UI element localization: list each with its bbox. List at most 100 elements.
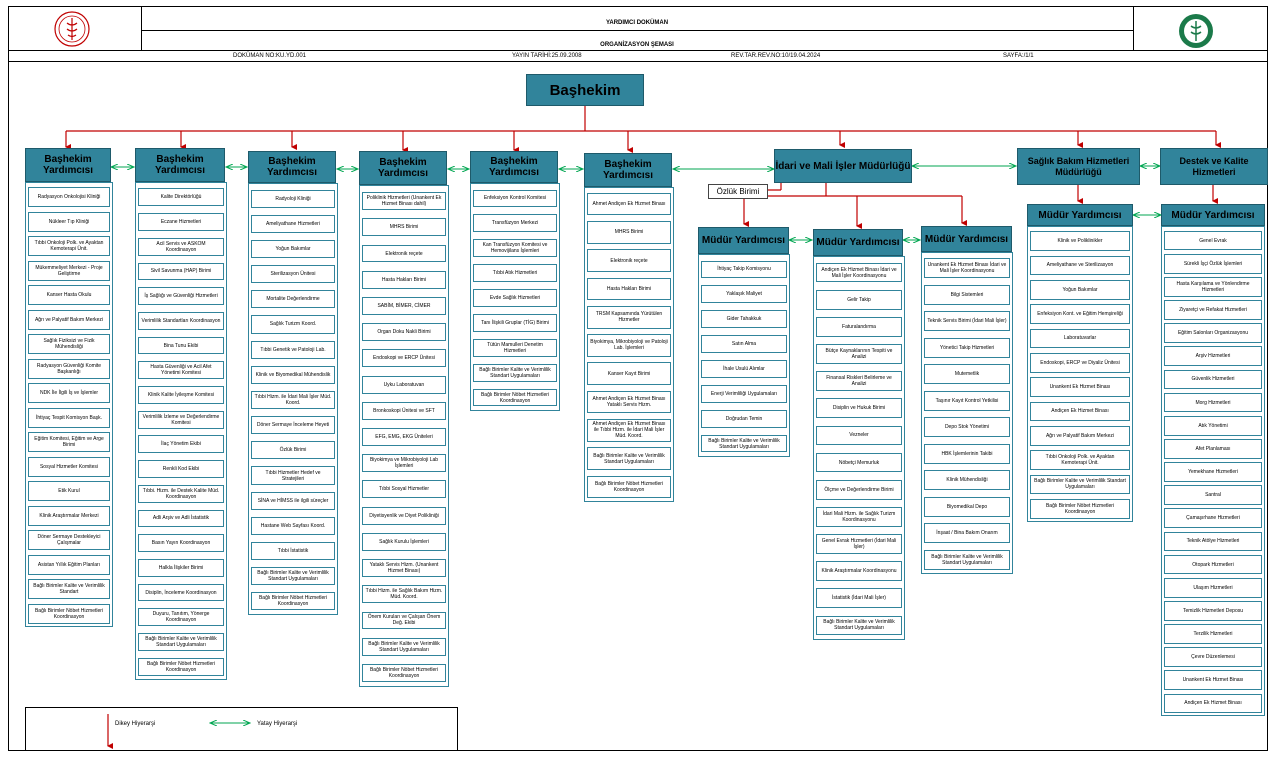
org-unit-box: Sürekli İşçi Özlük İşlemleri <box>1164 253 1262 274</box>
org-unit-box: Bronkoskopi Ünitesi ve SFT <box>362 401 446 420</box>
org-unit-box: Tıbbi Hizm. ile İdari Mali İşler Müd. Ko… <box>251 390 335 410</box>
org-unit-box: Ziyaretçi ve Refakat Hizmetleri <box>1164 300 1262 320</box>
org-unit-box: MHRS Birimi <box>362 218 446 237</box>
org-unit-box: Ahmet Andiçen Ek Hizmet Binası <box>587 192 671 216</box>
org-unit-box: Yoğun Bakımlar <box>251 239 335 259</box>
org-unit-box: Bağlı Birimler Kalite ve Verimlilik Stan… <box>587 447 671 470</box>
org-unit-box: Otopark Hizmetleri <box>1164 554 1262 575</box>
column-10-title: Müdür Yardımcısı <box>1027 204 1133 226</box>
org-unit-box: İhtiyaç Takip Komisyonu <box>701 260 787 279</box>
org-unit-box: Disiplin, İnceleme Koordinasyon <box>138 583 224 602</box>
column-8-title: Müdür Yardımcısı <box>813 229 903 256</box>
org-unit-box: Ameliyathane Hizmetleri <box>251 214 335 233</box>
org-unit-box: Poliklinik Hizmetleri (Unankent Ek Hizme… <box>362 192 446 211</box>
org-unit-box: Enfeksiyon Kont. ve Eğitim Hemşireliği <box>1030 304 1130 324</box>
org-unit-box: Çamaşırhane Hizmetleri <box>1164 508 1262 529</box>
org-unit-box: Bağlı Birimler Nöbet Hizmetleri Koordina… <box>138 657 224 676</box>
org-unit-box: Tıbbi Hizm. ile Sağlık Bakım Hizm. Müd. … <box>362 585 446 604</box>
org-unit-box: Vezneler <box>816 425 902 446</box>
header-divider <box>141 6 142 50</box>
org-unit-box: Tanı İlişkili Gruplar (TİG) Birimi <box>473 314 557 332</box>
org-unit-box: Ağrı ve Palyatif Bakım Merkezi <box>1030 426 1130 446</box>
org-unit-box: İhtiyaç Tespit Komisyon Başk. <box>28 407 110 428</box>
page-number: SAYFA:/1/1 <box>1003 53 1034 59</box>
org-unit-box: Bağlı Birimler Nöbet Hizmetleri Koordina… <box>362 663 446 682</box>
org-unit-box: İhale Usulü Alımlar <box>701 360 787 378</box>
org-unit-box: Eğitim Salonları Organizasyonu <box>1164 323 1262 343</box>
org-unit-box: Nükleer Tıp Kliniği <box>28 211 110 232</box>
org-unit-box: Hasta Karşılama ve Yönlendirme Hizmetler… <box>1164 276 1262 297</box>
org-unit-box: Ahmet Andiçen Ek Hizmet Binası ile Tıbbi… <box>587 419 671 442</box>
column-5-title: Başhekim Yardımcısı <box>470 151 558 183</box>
column-6-title: Başhekim Yardımcısı <box>584 153 672 187</box>
org-unit-box: Transfüzyon Merkezi <box>473 214 557 233</box>
org-unit-box: Tütün Mamulleri Denetim Hizmetleri <box>473 338 557 357</box>
column-7-title: Müdür Yardımcısı <box>698 227 789 254</box>
org-unit-box: Temizlik Hizmetleri Deposu <box>1164 600 1262 621</box>
publish-date: YAYIN TARİHİ:25.09.2008 <box>512 53 582 59</box>
org-unit-box: Acil Servis ve ASKOM Koordinasyon <box>138 237 224 256</box>
column-4-title: Başhekim Yardımcısı <box>359 151 447 185</box>
org-unit-box: Bilgi Sistemleri <box>924 284 1010 305</box>
org-unit-box: Yönetici Takip Hizmetleri <box>924 337 1010 358</box>
org-unit-box: Tıbbi Genetik ve Patoloji Lab. <box>251 340 335 359</box>
org-unit-box: Andiçen Ek Hizmet Binası <box>1164 693 1262 714</box>
org-unit-box: Tıbbi Onkoloji Polk. ve Ayaktan Kemotera… <box>1030 450 1130 470</box>
org-unit-box: Tıbbi İstatistik <box>251 541 335 561</box>
header-divider <box>8 61 1268 62</box>
org-unit-box: Diyetisyenlik ve Diyet Polikliniği <box>362 506 446 525</box>
org-unit-box: Organ Doku Nakli Birimi <box>362 323 446 342</box>
org-unit-box: Klinik Kalite İyileşme Komitesi <box>138 386 224 404</box>
org-unit-box: Enfeksiyon Kontrol Komitesi <box>473 189 557 208</box>
org-unit-box: Tıbbi Hizmetler Hedef ve Stratejileri <box>251 466 335 485</box>
org-unit-box: Radyoloji Kliniği <box>251 189 335 208</box>
org-unit-box: Bağlı Birimler Kalite ve Verimlilik Stan… <box>28 579 110 600</box>
org-unit-box: Andiçen Ek Hizmet Binası İdari ve Mali İ… <box>816 262 902 283</box>
org-unit-box: SİNA ve HİMSS ile ilgili süreçler <box>251 491 335 510</box>
org-unit-box: Kanser Kayıt Birimi <box>587 362 671 386</box>
org-unit-box: Güvenlik Hizmetleri <box>1164 369 1262 390</box>
document-title: YARDIMCI DOKÜMAN <box>605 20 669 26</box>
org-unit-box: Bağlı Birimler Kalite ve Verimlilik Stan… <box>251 567 335 586</box>
org-unit-box: Hastane Web Sayfası Koord. <box>251 516 335 535</box>
org-unit-box: Enerji Verimliliği Uygulamaları <box>701 384 787 403</box>
org-unit-box: Bağlı Birimler Kalite ve Verimlilik Stan… <box>924 549 1010 570</box>
org-unit-box: Bağlı Birimler Nöbet Hizmetleri Koordina… <box>28 603 110 624</box>
header-divider <box>1133 6 1134 50</box>
column-9-title: Müdür Yardımcısı <box>921 226 1012 252</box>
org-unit-box: Biyokimya, Mikrobiyoloji ve Patoloji Lab… <box>587 334 671 357</box>
org-unit-box: Bağlı Birimler Nöbet Hizmetleri Koordina… <box>1030 499 1130 519</box>
org-unit-box: Duyuru, Tanıtım, Yönerge Koordinasyon <box>138 608 224 627</box>
org-unit-box: Teknik Atölye Hizmetleri <box>1164 531 1262 552</box>
org-unit-box: HBK İşlemlerinin Takibi <box>924 443 1010 464</box>
org-unit-box: Bağlı Birimler Kalite ve Verimlilik Stan… <box>1030 474 1130 495</box>
doc-number: DOKÜMAN NO:KU.YD.001 <box>233 53 307 59</box>
org-unit-box: İdari Mali Hizm. ile Sağlık Turizm Koord… <box>816 506 902 527</box>
org-unit-box: Endoskopi, ERCP ve Diyaliz Ünitesi <box>1030 353 1130 373</box>
org-unit-box: Teknik Servis Birimi (İdari Mali İşler) <box>924 311 1010 332</box>
org-unit-box: Hasta Hakları Birimi <box>587 277 671 301</box>
org-unit-box: Ahmet Andiçen Ek Hizmet Binası Yataklı S… <box>587 390 671 414</box>
column-11-title: Müdür Yardımcısı <box>1161 204 1265 226</box>
org-unit-box: Asistan Yıllık Eğitim Planları <box>28 554 110 575</box>
org-unit-box: Atık Yönetimi <box>1164 415 1262 436</box>
org-unit-box: SABİM, BİMER, CİMER <box>362 296 446 315</box>
org-unit-box: Gider Tahakkuk <box>701 310 787 329</box>
org-unit-box: Satın Alma <box>701 335 787 353</box>
org-unit-box: Faturalandırma <box>816 316 902 337</box>
org-unit-box: Klinik Araştırmalar Koordinasyonu <box>816 561 902 581</box>
org-unit-box: Taşınır Kayıt Kontrol Yetkilisi <box>924 390 1010 411</box>
org-unit-box: Klinik Araştırmalar Merkezi <box>28 505 110 526</box>
org-unit-box: Ölçme ve Değerlendirme Birimi <box>816 479 902 500</box>
org-unit-box: Bağlı Birimler Nöbet Hizmetleri Koordina… <box>251 592 335 611</box>
column-3-title: Başhekim Yardımcısı <box>248 151 336 183</box>
org-unit-box: Terzilik Hizmetleri <box>1164 624 1262 644</box>
org-unit-box: Gelir Takip <box>816 289 902 310</box>
org-unit-box: Bağlı Birimler Kalite ve Verimlilik Stan… <box>701 434 787 453</box>
org-unit-box: Afet Planlaması <box>1164 438 1262 459</box>
org-unit-box: Adli Arşiv ve Adli İstatistik <box>138 509 224 528</box>
document-frame <box>8 6 1268 751</box>
column-1-title: Başhekim Yardımcısı <box>25 148 111 182</box>
org-unit-box: İlaç Yönetim Ekibi <box>138 435 224 454</box>
